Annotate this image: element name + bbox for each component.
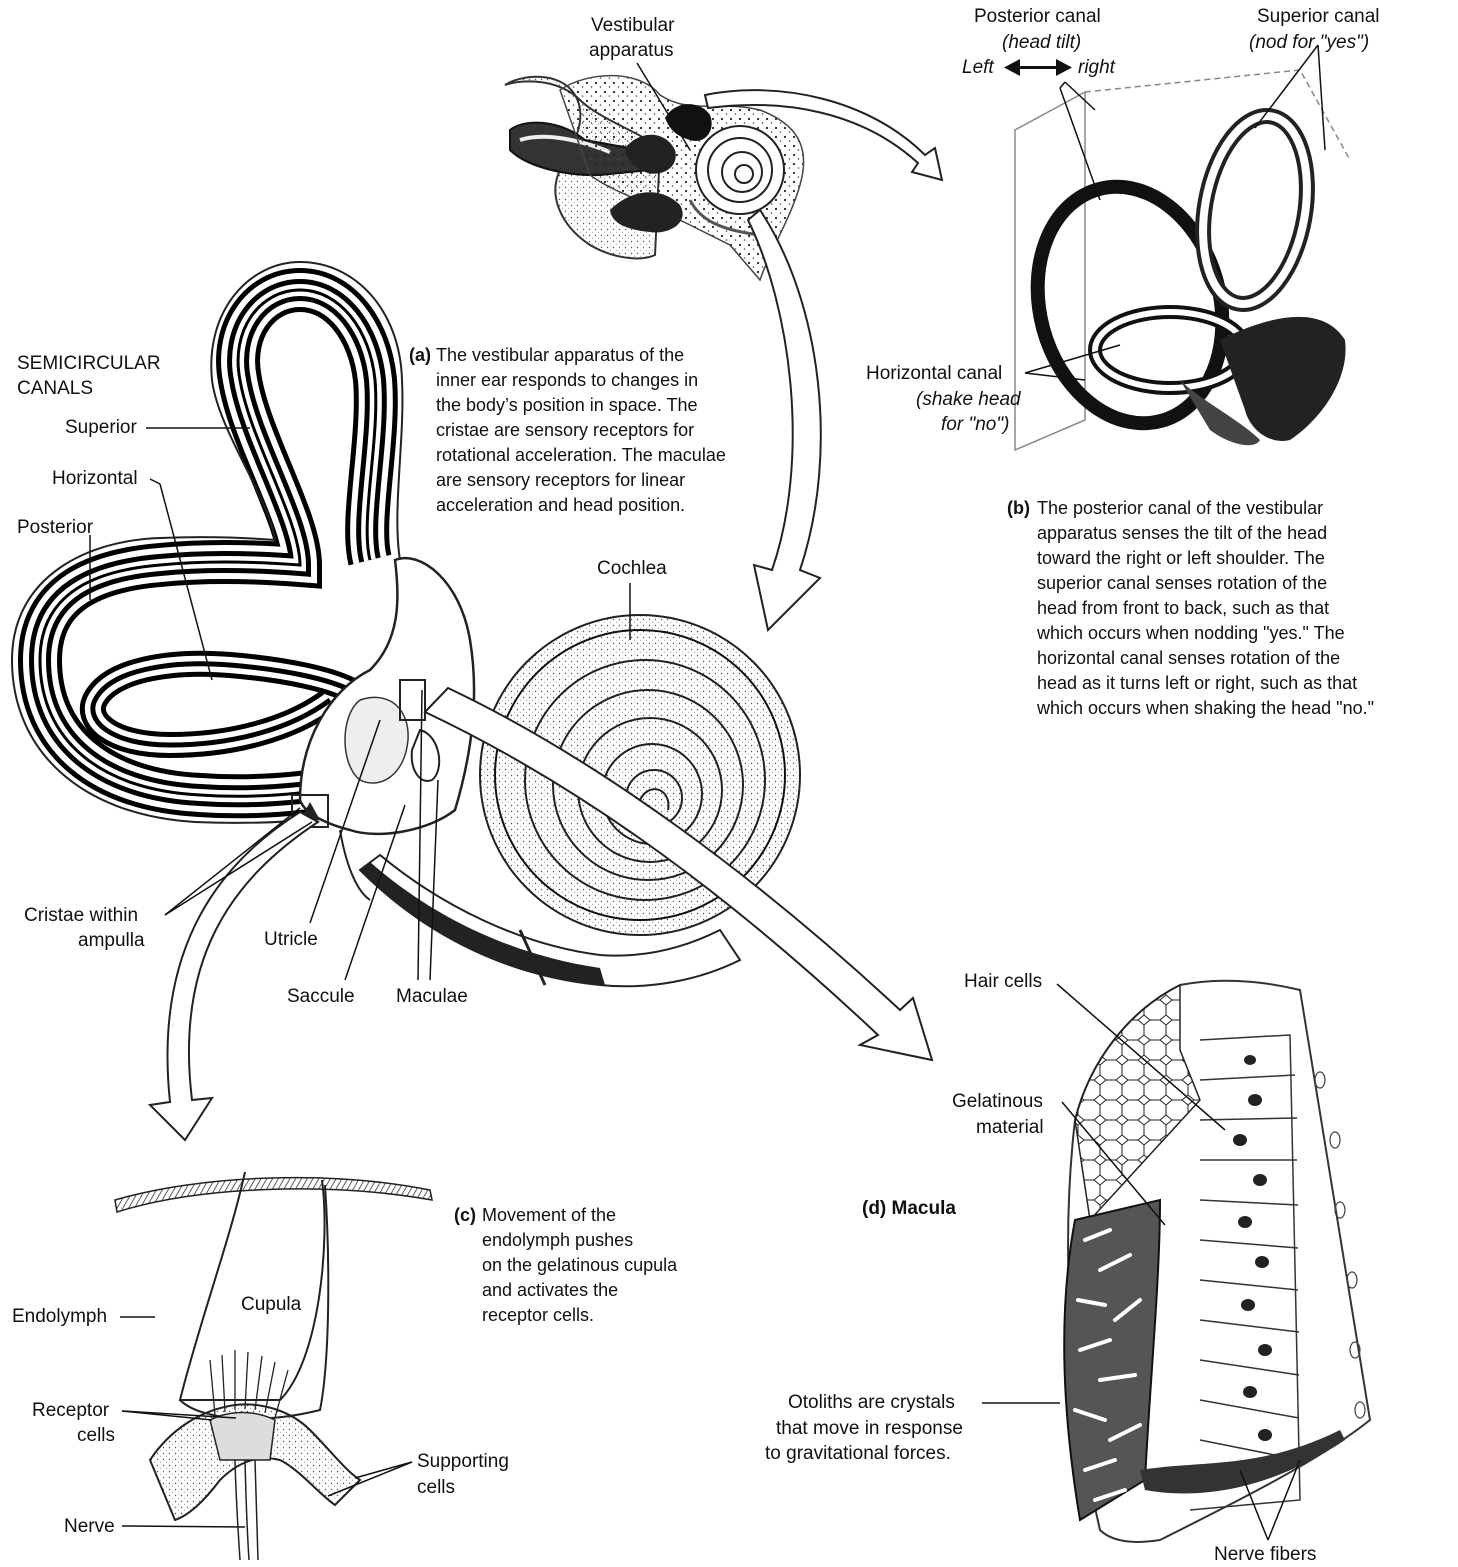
label-posterior: Posterior — [17, 516, 93, 540]
label-otoliths-3: to gravitational forces. — [765, 1442, 951, 1466]
label-shake-head: (shake head — [916, 388, 1021, 412]
caption-a-line: cristae are sensory receptors for — [436, 418, 799, 443]
cupula-illustration — [115, 1172, 432, 1560]
label-gelatinous-1: Gelatinous — [952, 1090, 1043, 1114]
ear-illustration — [505, 76, 804, 280]
label-right: right — [1078, 56, 1115, 80]
label-otoliths-2: that move in response — [776, 1417, 963, 1441]
label-receptor-cells-1: Receptor — [32, 1399, 109, 1423]
caption-c-line: receptor cells. — [482, 1303, 734, 1328]
label-saccule: Saccule — [287, 985, 355, 1009]
caption-c: (c) Movement of the endolymph pushes on … — [454, 1203, 734, 1328]
label-left: Left — [962, 56, 994, 80]
caption-b-line: The posterior canal of the vestibular — [1037, 496, 1437, 521]
label-endolymph: Endolymph — [12, 1305, 107, 1329]
label-receptor-cells-2: cells — [77, 1424, 115, 1448]
caption-a-line: acceleration and head position. — [436, 493, 799, 518]
label-gelatinous-2: material — [976, 1116, 1044, 1140]
label-horizontal: Horizontal — [52, 467, 138, 491]
label-nerve: Nerve — [64, 1515, 115, 1539]
label-for-no: for "no") — [941, 413, 1009, 437]
caption-b-line: which occurs when shaking the head "no." — [1037, 696, 1437, 721]
label-horizontal-canal: Horizontal canal — [866, 362, 1002, 386]
caption-b-line: toward the right or left shoulder. The — [1037, 546, 1437, 571]
caption-c-line: Movement of the — [482, 1203, 734, 1228]
caption-b-line: superior canal senses rotation of the — [1037, 571, 1437, 596]
label-supporting-cells-2: cells — [417, 1476, 455, 1500]
caption-a-line: are sensory receptors for linear — [436, 468, 799, 493]
caption-b-line: horizontal canal senses rotation of the — [1037, 646, 1437, 671]
caption-b-line: apparatus senses the tilt of the head — [1037, 521, 1437, 546]
label-head-tilt: (head tilt) — [1002, 31, 1081, 55]
label-hair-cells: Hair cells — [964, 970, 1042, 994]
macula-illustration — [1064, 981, 1370, 1542]
label-vestibular-apparatus-2: apparatus — [589, 39, 674, 63]
caption-c-line: on the gelatinous cupula — [482, 1253, 734, 1278]
caption-c-line: endolymph pushes — [482, 1228, 734, 1253]
label-cochlea: Cochlea — [597, 557, 667, 581]
caption-a: (a) The vestibular apparatus of the inne… — [409, 343, 799, 518]
label-nerve-fibers: Nerve fibers — [1214, 1543, 1316, 1567]
label-otoliths-1: Otoliths are crystals — [788, 1391, 955, 1415]
label-cristae-2: ampulla — [78, 929, 145, 953]
left-right-arrow-icon — [1004, 59, 1072, 76]
label-semicircular-canals-1: SEMICIRCULAR — [17, 352, 161, 376]
canals-3d-illustration — [1012, 70, 1350, 450]
caption-b-tag: (b) — [1007, 496, 1030, 521]
caption-a-line: rotational acceleration. The maculae — [436, 443, 799, 468]
caption-a-line: the body’s position in space. The — [436, 393, 799, 418]
label-utricle: Utricle — [264, 928, 318, 952]
caption-b: (b) The posterior canal of the vestibula… — [1007, 496, 1437, 721]
caption-b-line: head as it turns left or right, such as … — [1037, 671, 1437, 696]
label-superior: Superior — [65, 416, 137, 440]
label-vestibular-apparatus-1: Vestibular — [591, 14, 674, 38]
caption-c-tag: (c) — [454, 1203, 476, 1228]
label-maculae: Maculae — [396, 985, 468, 1009]
label-cupula: Cupula — [241, 1293, 301, 1317]
label-supporting-cells-1: Supporting — [417, 1450, 509, 1474]
caption-c-line: and activates the — [482, 1278, 734, 1303]
caption-b-line: head from front to back, such as that — [1037, 596, 1437, 621]
caption-a-line: inner ear responds to changes in — [436, 368, 799, 393]
label-superior-canal: Superior canal — [1257, 5, 1380, 29]
caption-a-tag: (a) — [409, 343, 431, 368]
caption-a-line: The vestibular apparatus of the — [436, 343, 799, 368]
title-macula: (d) Macula — [862, 1197, 956, 1221]
label-semicircular-canals-2: CANALS — [17, 377, 93, 401]
label-nod-yes: (nod for "yes") — [1249, 31, 1369, 55]
caption-b-line: which occurs when nodding "yes." The — [1037, 621, 1437, 646]
label-posterior-canal: Posterior canal — [974, 5, 1101, 29]
label-cristae-1: Cristae within — [24, 904, 138, 928]
